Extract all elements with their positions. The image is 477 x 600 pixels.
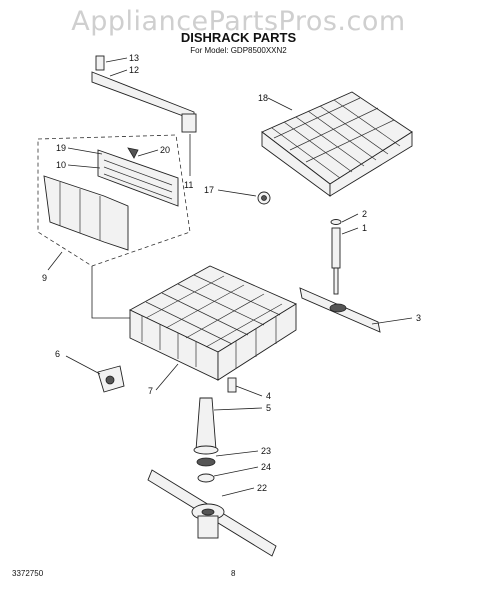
upper-tube-part-1	[330, 219, 342, 295]
upper-basket-part-18	[261, 91, 413, 197]
callout-6: 6	[55, 349, 60, 359]
callout-12: 12	[129, 65, 139, 75]
callout-7: 7	[148, 386, 153, 396]
callout-2: 2	[362, 209, 367, 219]
callout-5: 5	[266, 403, 271, 413]
callout-3: 3	[416, 313, 421, 323]
filter-part-10	[97, 147, 179, 207]
shield-part-9	[43, 175, 129, 251]
upper-spray-arm-part-3	[299, 287, 381, 333]
lower-spray-arm-part-22	[147, 469, 277, 557]
callout-9: 9	[42, 273, 47, 283]
dashed-group-box	[37, 134, 191, 267]
connector-part-4	[227, 377, 237, 393]
callout-23: 23	[261, 446, 271, 456]
callout-1: 1	[362, 223, 367, 233]
dashed-leader	[91, 266, 130, 319]
lower-tube-part-5	[193, 397, 219, 455]
callout-19: 19	[56, 143, 66, 153]
callout-13: 13	[129, 53, 139, 63]
page-number: 8	[231, 569, 236, 578]
leader-lines	[47, 57, 413, 497]
diagram-title: DISHRACK PARTS	[180, 30, 297, 45]
callout-24: 24	[261, 462, 271, 472]
doc-number: 3372750	[12, 569, 44, 578]
washer-part-24	[197, 473, 215, 483]
callout-10: 10	[56, 160, 66, 170]
callout-18: 18	[258, 93, 268, 103]
model-subtitle: For Model: GDP8500XXN2	[190, 46, 287, 55]
callout-11: 11	[184, 180, 193, 190]
callout-17: 17	[204, 185, 214, 195]
clip-part-17	[257, 191, 271, 205]
rail-part-12	[91, 55, 197, 133]
watermark: AppliancePartsPros.com	[71, 6, 406, 37]
lower-basket-part-7	[129, 265, 297, 381]
callout-20: 20	[160, 145, 170, 155]
washer-part-23	[196, 457, 216, 467]
bracket-part-6	[97, 365, 125, 393]
callout-22: 22	[257, 483, 267, 493]
callout-4: 4	[266, 391, 271, 401]
